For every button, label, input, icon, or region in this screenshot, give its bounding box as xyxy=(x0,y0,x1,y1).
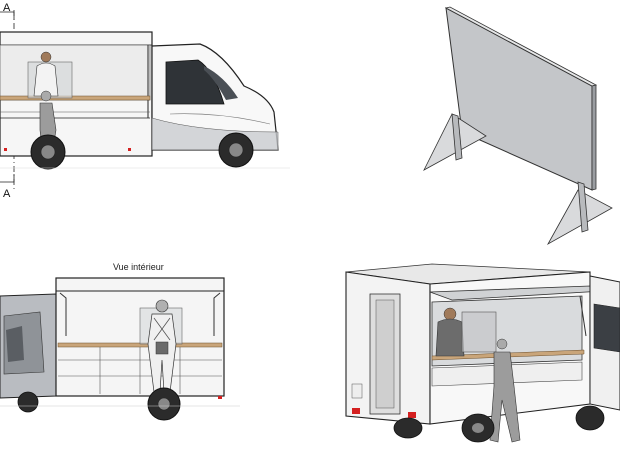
protective-screen-view xyxy=(400,0,620,250)
interior-elevation-drawing xyxy=(0,277,240,421)
side-elevation-view: A A xyxy=(0,0,300,200)
interior-view-caption: Vue intérieur xyxy=(113,262,164,272)
section-marker-top: A xyxy=(3,2,11,14)
side-elevation-drawing xyxy=(0,10,290,190)
section-marker-bottom: A xyxy=(3,188,11,200)
interior-elevation-view: Vue intérieur xyxy=(0,255,300,465)
truck-isometric-view xyxy=(330,255,620,465)
protective-screen-drawing xyxy=(423,6,613,246)
truck-isometric-drawing xyxy=(345,263,620,443)
